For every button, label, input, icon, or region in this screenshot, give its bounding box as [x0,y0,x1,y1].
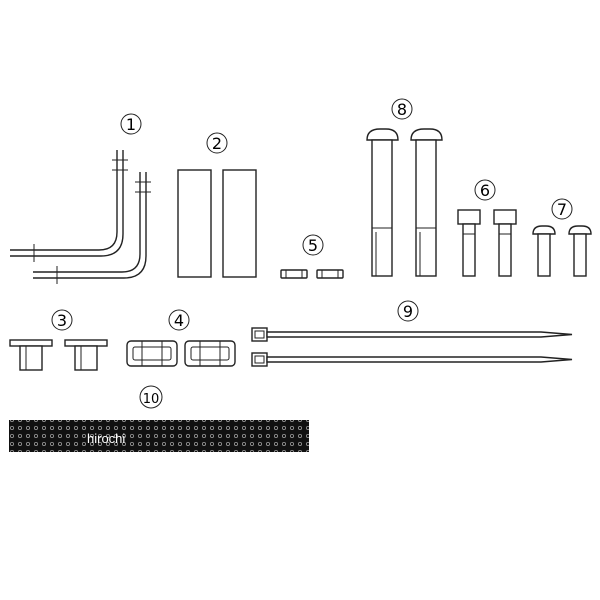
part-6-bolts [457,209,517,277]
part-10-strip: hirochi [9,420,309,452]
part-label-7: 7 [551,198,573,220]
part-1-l-brackets [10,150,151,284]
svg-text:5: 5 [308,236,318,255]
part-5-clips [280,269,344,279]
part-label-3: 3 [51,309,73,331]
svg-text:2: 2 [212,134,222,153]
part-7-bolts [532,225,592,277]
svg-text:3: 3 [57,311,67,330]
part-9-cable-ties [251,327,573,367]
svg-text:10: 10 [143,392,160,407]
part-4-rubber-blocks [126,340,236,367]
svg-text:7: 7 [557,200,567,219]
svg-text:8: 8 [397,100,407,119]
part-label-5: 5 [302,234,324,256]
part-3-collars [9,339,108,371]
part-8-long-bolts [366,128,443,277]
svg-text:4: 4 [174,311,184,330]
part-label-9: 9 [397,300,419,322]
part-label-8: 8 [391,98,413,120]
svg-text:9: 9 [403,302,413,321]
svg-text:6: 6 [480,181,490,200]
part-label-4: 4 [168,309,190,331]
part-label-2: 2 [206,132,228,154]
part-label-1: 1 [120,113,142,135]
watermark-text: hirochi [87,431,125,446]
part-label-10: 10 [139,385,163,409]
svg-text:1: 1 [126,115,136,134]
part-2-pads [177,169,257,278]
part-label-6: 6 [474,179,496,201]
